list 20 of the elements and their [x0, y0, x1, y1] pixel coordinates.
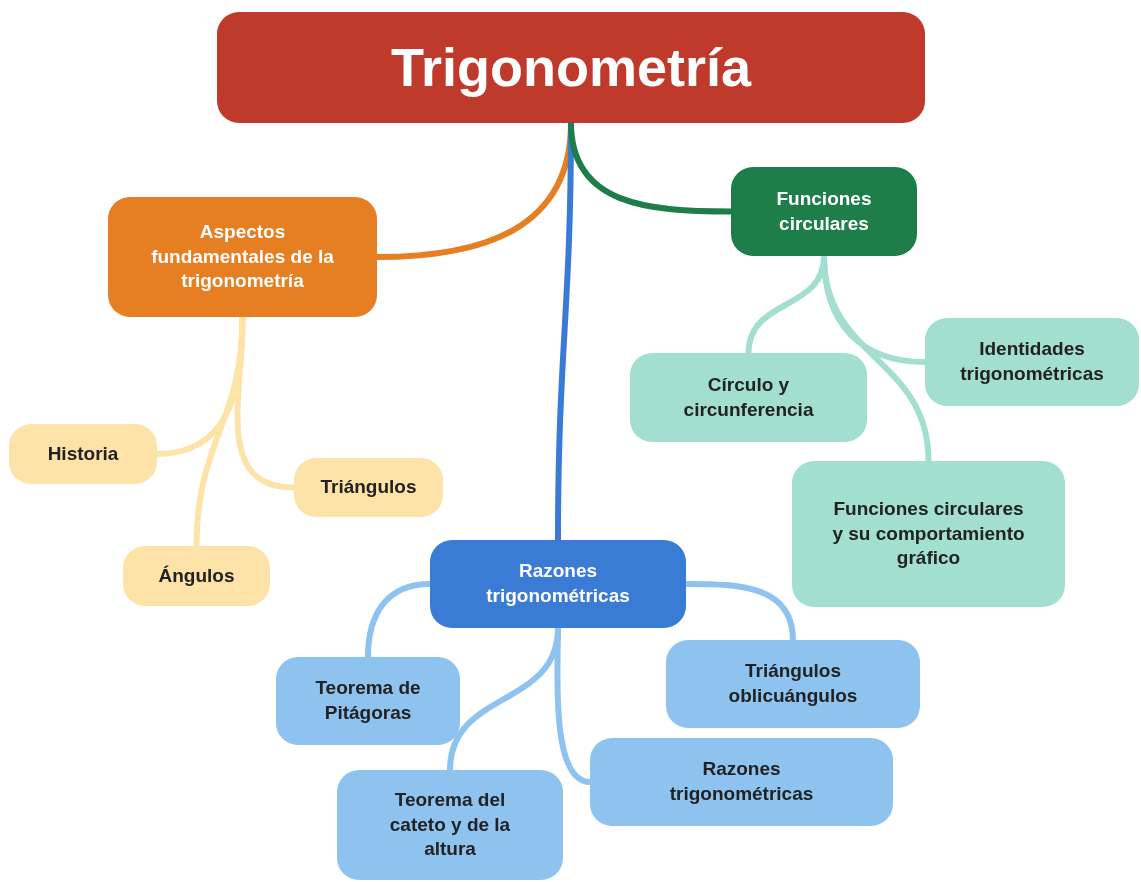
subtopic-box: Teorema de Pitágoras [276, 657, 460, 745]
subtopic-box: Teorema del cateto y de la altura [337, 770, 563, 880]
subtopic-box: Identidades trigonométricas [925, 318, 1139, 406]
subtopic-box: Círculo y circunferencia [630, 353, 867, 442]
subtopic-box: Ángulos [123, 546, 270, 606]
topic-box: Funciones circulares [731, 167, 917, 256]
subtopic-box: Triángulos oblicuángulos [666, 640, 920, 728]
topic-box: Razones trigonométricas [430, 540, 686, 628]
topic-box: Aspectos fundamentales de la trigonometría [108, 197, 377, 317]
connector-line [193, 316, 246, 547]
subtopic-box: Razones trigonométricas [590, 738, 893, 826]
subtopic-box: Funciones circulares y su comportamiento gráfico [792, 461, 1065, 607]
connector-line [686, 581, 796, 641]
connector-line [821, 255, 932, 462]
connector-line [568, 122, 732, 215]
title-box: Trigonometría [217, 12, 925, 123]
connector-line [365, 581, 431, 658]
subtopic-box: Triángulos [294, 458, 443, 517]
connector-line [554, 627, 591, 785]
subtopic-box: Historia [9, 424, 157, 484]
